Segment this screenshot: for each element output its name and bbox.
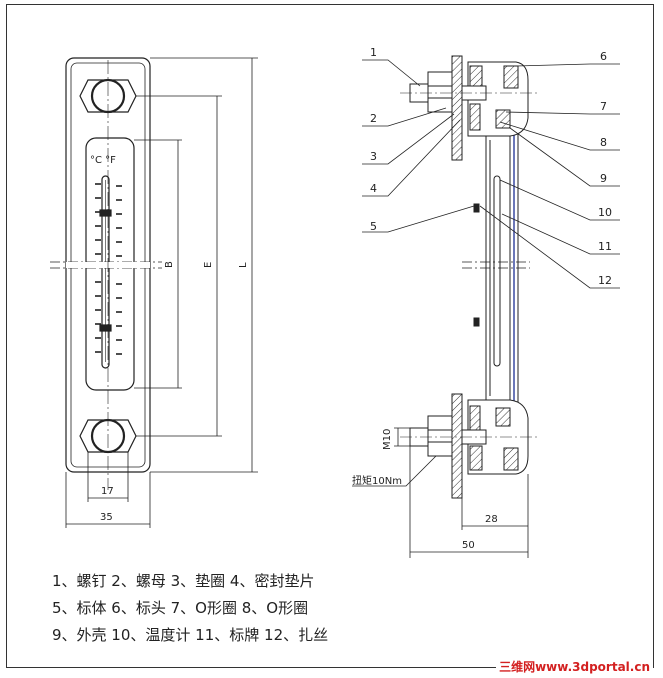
callout-8: 8: [600, 136, 607, 149]
callout-1: 1: [370, 46, 377, 59]
top-hex-nut: [79, 79, 137, 113]
side-body: [485, 91, 519, 447]
dim-b: B: [164, 261, 175, 268]
callout-6: 6: [600, 50, 607, 63]
side-thermometer: [493, 175, 501, 367]
legend-line-3: 9、外壳 10、温度计 11、标牌 12、扎丝: [52, 626, 329, 644]
dim-l: L: [238, 262, 249, 268]
side-view: [400, 55, 540, 499]
dim-m10: M10: [382, 429, 393, 450]
callout-4: 4: [370, 182, 377, 195]
drawing-frame: [6, 4, 654, 668]
watermark-logo: 三维网www.3dportal.cn: [496, 657, 653, 676]
torque-label: 扭矩10Nm: [352, 474, 402, 487]
thermometer-tube: [101, 175, 110, 369]
scale-units-label: °C °F: [90, 155, 116, 166]
front-dimensions: [65, 57, 258, 528]
scale-ticks: [95, 183, 122, 355]
tube-clip-top: [99, 209, 112, 217]
tank-wall-bottom: [451, 393, 463, 499]
front-view: [50, 57, 162, 490]
callout-11: 11: [598, 240, 612, 253]
bottom-nut: [427, 415, 453, 457]
dim-50: 50: [462, 540, 475, 551]
tube-clip-bottom: [99, 324, 112, 332]
side-dimensions: [352, 427, 529, 558]
callout-2: 2: [370, 112, 377, 125]
tank-wall-top: [451, 55, 463, 161]
dim-e: E: [203, 262, 214, 268]
legend-line-1: 1、螺钉 2、螺母 3、垫圈 4、密封垫片: [52, 572, 315, 590]
dim-28: 28: [485, 514, 498, 525]
callout-9: 9: [600, 172, 607, 185]
bottom-seal: [469, 445, 483, 471]
callout-5: 5: [370, 220, 377, 233]
top-nut: [427, 71, 453, 113]
callout-12: 12: [598, 274, 612, 287]
callout-10: 10: [598, 206, 612, 219]
callout-7: 7: [600, 100, 607, 113]
dim-17: 17: [101, 486, 114, 497]
callout-leaders: [362, 59, 620, 289]
callout-3: 3: [370, 150, 377, 163]
dim-35: 35: [100, 512, 113, 523]
legend-line-2: 5、标体 6、标头 7、O形圈 8、O形圈: [52, 599, 309, 617]
